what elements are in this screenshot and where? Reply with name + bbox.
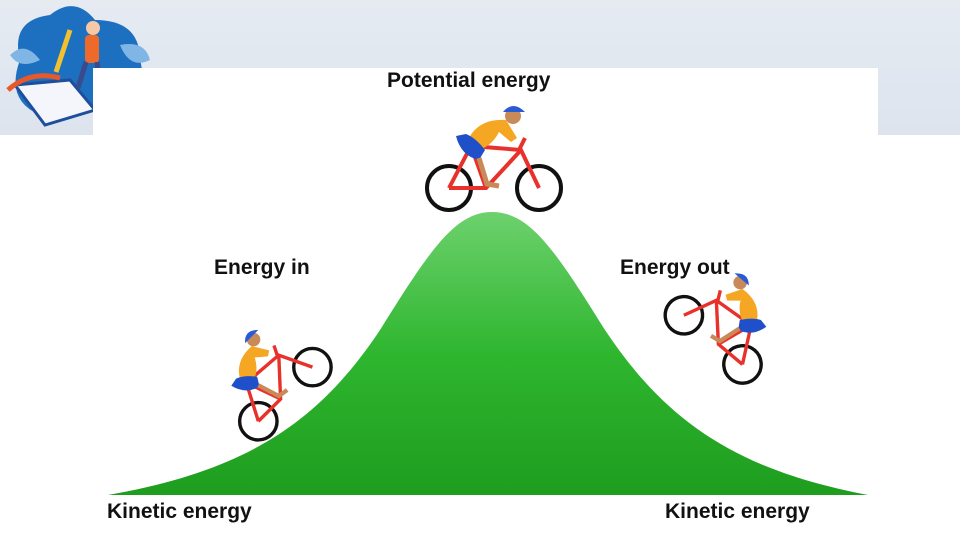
label-kinetic-energy-left: Kinetic energy bbox=[107, 500, 252, 523]
hill bbox=[108, 212, 868, 495]
label-potential-energy: Potential energy bbox=[387, 69, 551, 92]
label-kinetic-energy-right: Kinetic energy bbox=[665, 500, 810, 523]
label-energy-out: Energy out bbox=[620, 256, 730, 279]
cyclist-top bbox=[427, 106, 561, 210]
label-energy-in: Energy in bbox=[214, 256, 310, 279]
